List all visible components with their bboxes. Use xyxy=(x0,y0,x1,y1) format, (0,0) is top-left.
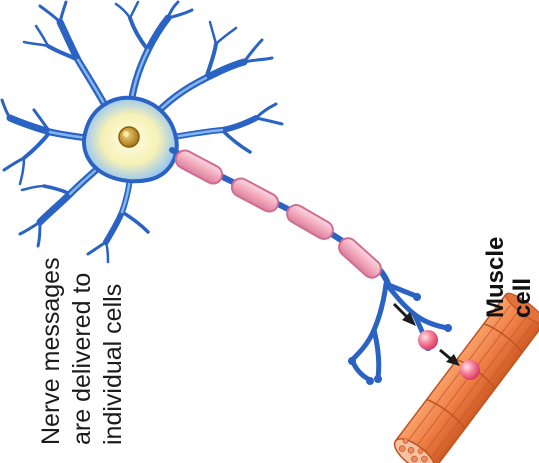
muscle-label-line: cell xyxy=(509,237,536,318)
caption-line: are delivered to xyxy=(67,257,98,445)
neurotransmitter-vesicle xyxy=(418,330,438,350)
muscle-label-line: Muscle xyxy=(482,237,509,318)
muscle-cell-label: Muscle cell xyxy=(482,237,536,318)
caption-line: Nerve messages xyxy=(36,257,67,445)
caption: Nerve messages are delivered to individu… xyxy=(36,257,129,445)
myelin-sheath xyxy=(173,147,385,281)
caption-line: individual cells xyxy=(98,257,129,445)
neurotransmitter-vesicle xyxy=(460,360,480,380)
nucleus xyxy=(119,127,139,147)
